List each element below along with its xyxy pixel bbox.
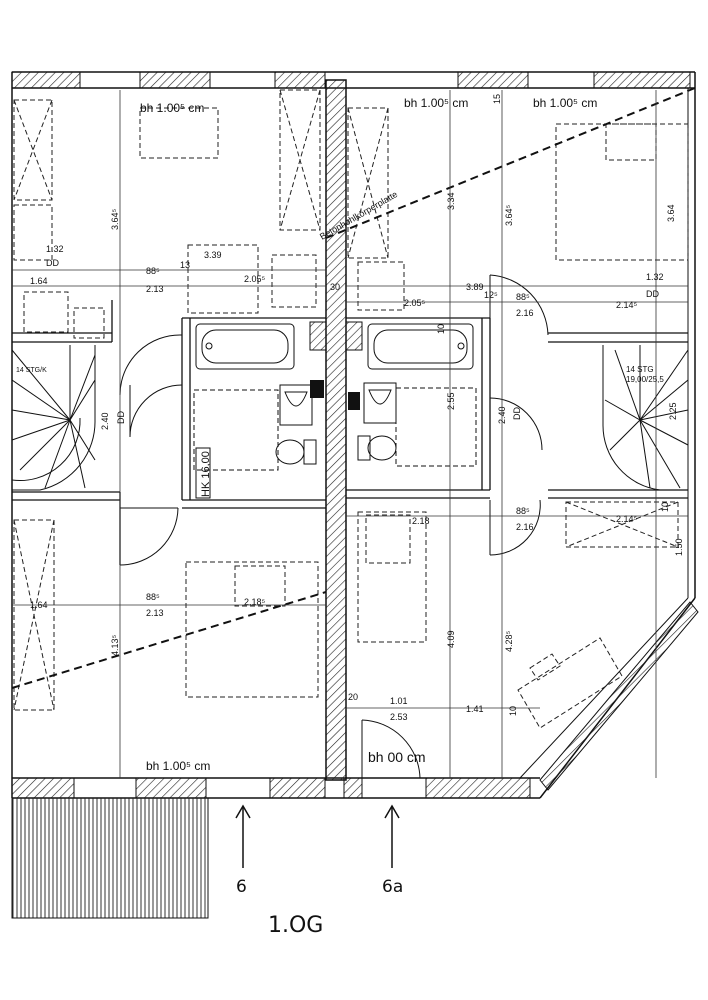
stair-label-right-1: 14 STG bbox=[626, 365, 654, 374]
dim-label: 10 bbox=[508, 706, 518, 716]
dim-label: 10 bbox=[660, 502, 670, 512]
window-height-top-right: bh 1.00⁵ cm bbox=[533, 96, 597, 110]
entry-arrows bbox=[235, 804, 400, 868]
dim-label: 13 bbox=[180, 260, 190, 270]
slab-lines bbox=[11, 87, 696, 689]
stair-label-left: 14 STG/K bbox=[16, 367, 47, 374]
dim-label: 2.13 bbox=[146, 608, 164, 618]
stair-left bbox=[11, 345, 96, 491]
dim-label: DD bbox=[116, 411, 126, 424]
terrace bbox=[11, 797, 209, 919]
dim-label: 2.05⁵ bbox=[404, 298, 426, 308]
diagonal-window bbox=[539, 601, 699, 791]
house-label-right: 6a bbox=[382, 877, 403, 897]
window-height-top-left: bh 1.00⁵ cm bbox=[140, 101, 204, 115]
dim-label: 2.53 bbox=[390, 712, 408, 722]
dim-label: 1.64 bbox=[30, 600, 48, 610]
dim-label: 1.32 bbox=[646, 272, 664, 282]
bathroom-left-fixtures bbox=[193, 323, 317, 499]
dim-label: 1.64 bbox=[30, 276, 48, 286]
dim-label: 2.16 bbox=[516, 308, 534, 318]
window-height-bottom-left: bh 1.00⁵ cm bbox=[146, 759, 210, 773]
dim-label: 2.18 bbox=[412, 516, 430, 526]
dim-label: 2.40 bbox=[497, 406, 507, 424]
dimension-lines bbox=[12, 90, 688, 778]
dim-label: 1.50 bbox=[674, 538, 684, 556]
dim-label: 88⁵ bbox=[516, 292, 530, 302]
dim-label: 4.28⁵ bbox=[504, 630, 514, 652]
dim-label: 10 bbox=[436, 324, 446, 334]
dim-label: 1.01 bbox=[390, 696, 408, 706]
dim-label: 88⁵ bbox=[146, 266, 160, 276]
dim-label: 3.64 bbox=[666, 204, 676, 222]
dim-label: 3.39 bbox=[204, 250, 222, 260]
labels: bh 1.00⁵ cm bh 1.00⁵ cm bh 1.00⁵ cm bh 1… bbox=[16, 94, 684, 938]
dim-label: 2.14⁵ bbox=[616, 514, 638, 524]
dim-label: 88⁵ bbox=[146, 592, 160, 602]
dim-label: 88⁵ bbox=[516, 506, 530, 516]
dim-label: DD bbox=[46, 258, 59, 268]
dim-label: 2.55 bbox=[446, 392, 456, 410]
dim-label: 2.40 bbox=[100, 412, 110, 430]
dim-label: 30 bbox=[330, 282, 340, 292]
dim-label: 4.13⁵ bbox=[110, 634, 120, 656]
dim-label: 2.13 bbox=[146, 284, 164, 294]
dim-label: 2.16 bbox=[516, 522, 534, 532]
dim-label: 20 bbox=[348, 692, 358, 702]
dim-label: 2.18⁵ bbox=[244, 597, 266, 607]
window-height-bottom-right: bh 00 cm bbox=[368, 749, 426, 765]
window-openings bbox=[11, 71, 691, 799]
dim-label: 3.89 bbox=[466, 282, 484, 292]
dim-label: 3.64⁵ bbox=[504, 204, 514, 226]
dim-label: DD bbox=[512, 407, 522, 420]
bathroom-right-fixtures bbox=[357, 323, 477, 467]
dim-label: 3.64⁵ bbox=[110, 208, 120, 230]
radiator-label: HK 16,00 bbox=[200, 451, 212, 497]
stair-right bbox=[602, 345, 689, 491]
party-wall bbox=[325, 79, 347, 781]
dim-label: 15 bbox=[492, 94, 502, 104]
stair-label-right-2: 19,00/25,5 bbox=[626, 375, 664, 384]
dim-label: 2.25 bbox=[668, 402, 678, 420]
dim-label: 2.05⁵ bbox=[244, 274, 266, 284]
dim-label: 1.32 bbox=[46, 244, 64, 254]
dim-label: DD bbox=[646, 289, 659, 299]
dim-label: 12⁵ bbox=[484, 290, 498, 300]
floor-label: 1.OG bbox=[268, 913, 323, 938]
dim-label: 4.09 bbox=[446, 630, 456, 648]
dim-label: 1.41 bbox=[466, 704, 484, 714]
dim-label: 2.14⁵ bbox=[616, 300, 638, 310]
outer-walls bbox=[11, 71, 696, 799]
furniture bbox=[13, 89, 689, 729]
shaft-markers bbox=[309, 321, 363, 410]
doors bbox=[119, 274, 549, 779]
house-label-left: 6 bbox=[236, 877, 247, 897]
window-height-top-mid: bh 1.00⁵ cm bbox=[404, 96, 468, 110]
dim-label: 3.34 bbox=[446, 192, 456, 210]
